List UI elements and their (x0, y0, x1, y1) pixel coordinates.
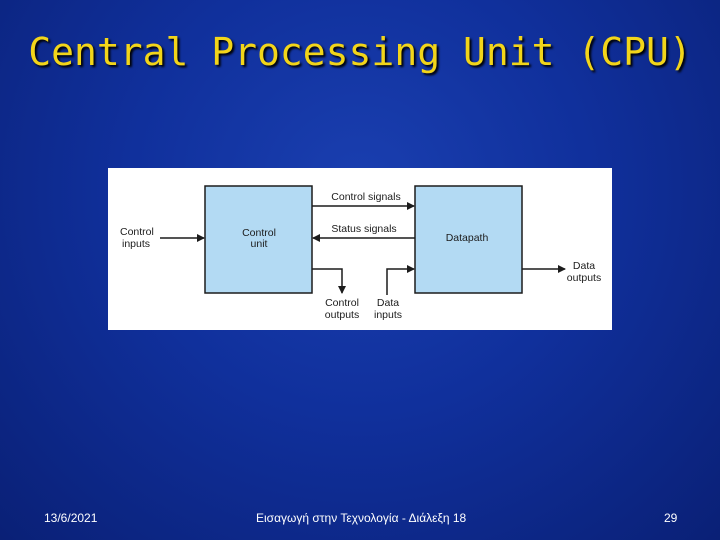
data-outputs-label-line2: outputs (567, 272, 601, 284)
control-unit-box (204, 185, 313, 294)
datapath-label: Datapath (446, 232, 489, 244)
footer-text: Εισαγωγή στην Τεχνολογία - Διάλεξη 18 (256, 511, 467, 525)
cpu-block-diagram: Control inputs Control unit Control sign… (108, 168, 612, 330)
page-number: 29 (664, 511, 678, 525)
data-inputs-label-line1: Data (377, 297, 399, 309)
control-outputs-label-line1: Control (325, 297, 359, 309)
control-inputs-label-line1: Control (120, 226, 154, 238)
status-signals-label: Status signals (331, 223, 396, 235)
control-unit-label-line2: unit (251, 238, 268, 250)
datapath-box (414, 185, 523, 294)
control-signals-label: Control signals (331, 191, 400, 203)
slide-title: Central Processing Unit (CPU) (28, 30, 692, 74)
footer-date: 13/6/2021 (44, 511, 98, 525)
control-outputs-label-line2: outputs (325, 309, 359, 321)
control-outputs-arrow (312, 268, 346, 294)
data-outputs-label-line1: Data (573, 260, 595, 272)
control-unit-label-line1: Control (242, 227, 276, 239)
data-inputs-arrow (386, 265, 415, 295)
control-inputs-label-line2: inputs (122, 238, 150, 250)
data-inputs-label-line2: inputs (374, 309, 402, 321)
